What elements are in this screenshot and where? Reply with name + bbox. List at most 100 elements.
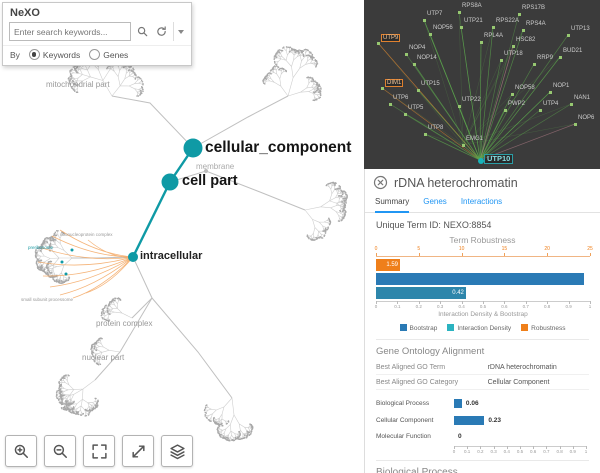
network-node-dot[interactable]: [428, 32, 432, 36]
expand-view-button[interactable]: [122, 435, 154, 467]
category-label: Cellular Component: [376, 416, 434, 424]
fit-to-screen-button[interactable]: [83, 435, 115, 467]
network-node-dot[interactable]: [510, 92, 514, 96]
network-node-dot[interactable]: [558, 55, 562, 59]
network-node-dot[interactable]: [376, 41, 380, 45]
reset-search-button[interactable]: [153, 24, 169, 40]
detail-body: Unique Term ID: NEXO:8854 Term Robustnes…: [365, 213, 600, 473]
network-node-label[interactable]: NAN1: [574, 95, 591, 101]
node-label-membrane[interactable]: membrane: [196, 162, 235, 171]
network-node-label[interactable]: RPS8A: [462, 3, 482, 9]
search-options-toggle[interactable]: [173, 22, 187, 41]
network-node-dot[interactable]: [457, 104, 461, 108]
node-label-cell-part[interactable]: cell part: [182, 173, 238, 189]
network-node-label[interactable]: UTP13: [571, 26, 590, 32]
cluster-node-label[interactable]: preribosome: [28, 245, 54, 250]
node-label-cellular-component[interactable]: cellular_component: [205, 139, 352, 156]
network-node-label[interactable]: HSC82: [516, 37, 536, 43]
ontology-tree-canvas[interactable]: cellular_component cell part intracellul…: [0, 0, 364, 473]
network-node-label[interactable]: NOP56: [433, 25, 453, 31]
network-node-dot[interactable]: [548, 90, 552, 94]
network-node-dot[interactable]: [479, 40, 483, 44]
network-node-dot[interactable]: [423, 132, 427, 136]
network-node-label[interactable]: UTP9: [381, 34, 401, 42]
network-node-dot[interactable]: [459, 25, 463, 29]
network-node-label[interactable]: NOP1: [553, 83, 570, 89]
diagonal-arrows-icon: [131, 444, 145, 458]
axis-tick-label: 1: [588, 304, 592, 309]
legend-item: Interaction Density: [447, 324, 511, 332]
network-node-label[interactable]: NOP6: [578, 115, 595, 121]
network-node-label[interactable]: UTP4: [543, 101, 559, 107]
network-node-label[interactable]: UTP21: [464, 18, 483, 24]
axis-tick-label: 0.3: [437, 304, 444, 309]
cluster-node-label[interactable]: small subunit processome: [21, 297, 74, 302]
network-node-label[interactable]: UTP5: [408, 105, 424, 111]
search-button[interactable]: [134, 24, 150, 40]
network-node-dot[interactable]: [499, 58, 503, 62]
network-node-dot[interactable]: [566, 33, 570, 37]
close-icon[interactable]: [373, 175, 388, 190]
zoom-out-button[interactable]: [44, 435, 76, 467]
network-node-label[interactable]: RPS17B: [522, 5, 546, 11]
network-node-dot[interactable]: [521, 28, 525, 32]
network-node-label[interactable]: UTP10: [484, 154, 514, 164]
node-label-nuclear-part[interactable]: nuclear part: [82, 353, 125, 362]
network-node-dot[interactable]: [569, 102, 573, 106]
network-node-label[interactable]: NOP58: [515, 85, 535, 91]
tab-genes[interactable]: Genes: [423, 197, 447, 206]
network-node-dot[interactable]: [422, 18, 426, 22]
network-node-label[interactable]: NOP14: [417, 55, 437, 61]
network-node-label[interactable]: DIM1: [385, 79, 404, 87]
layers-button[interactable]: [161, 435, 193, 467]
network-node-label[interactable]: UTP8: [428, 125, 444, 131]
network-node-dot[interactable]: [457, 10, 461, 14]
network-node-dot[interactable]: [388, 102, 392, 106]
axis-tick-label: 0.8: [556, 448, 563, 454]
table-row: Best Aligned GO Term rDNA heterochromati…: [376, 360, 589, 375]
network-node-dot[interactable]: [491, 25, 495, 29]
network-node-label[interactable]: UTP6: [393, 95, 409, 101]
network-node-label[interactable]: RPL4A: [484, 33, 504, 39]
network-node-dot[interactable]: [403, 112, 407, 116]
axis-tick-label: 0.3: [490, 448, 497, 454]
tab-interactions[interactable]: Interactions: [460, 197, 503, 206]
network-node-label[interactable]: RPS22A: [496, 18, 520, 24]
network-node-label[interactable]: BUD21: [563, 48, 583, 54]
network-node-dot[interactable]: [380, 86, 384, 90]
node-label-protein-complex[interactable]: protein complex: [96, 319, 153, 328]
node-label-intracellular[interactable]: intracellular: [140, 250, 203, 262]
network-node-dot[interactable]: [461, 143, 465, 147]
axis-tick-label: 0.7: [522, 304, 529, 309]
network-node-dot[interactable]: [511, 44, 515, 48]
node-label-mitochondrial-part[interactable]: mitochondrial part: [46, 80, 110, 89]
network-node-label[interactable]: RRP9: [537, 55, 554, 61]
network-node-label[interactable]: EMG1: [466, 136, 484, 142]
network-node-label[interactable]: UTP18: [504, 51, 523, 57]
radio-keywords[interactable]: Keywords: [28, 49, 80, 60]
network-node-dot[interactable]: [412, 62, 416, 66]
network-node-dot[interactable]: [538, 108, 542, 112]
network-node-dot[interactable]: [416, 88, 420, 92]
tab-summary[interactable]: Summary: [375, 194, 410, 213]
network-node-dot[interactable]: [404, 52, 408, 56]
network-node-dot[interactable]: [503, 108, 507, 112]
unique-term-id: Unique Term ID: NEXO:8854: [376, 220, 492, 230]
network-node-dot[interactable]: [532, 62, 536, 66]
network-node-dot[interactable]: [573, 122, 577, 126]
legend-label: Robustness: [531, 325, 566, 332]
network-node-label[interactable]: UTP22: [462, 97, 481, 103]
network-node-label[interactable]: UTP15: [421, 81, 440, 87]
network-node-label[interactable]: PWP2: [508, 101, 526, 107]
cluster-node-label[interactable]: ribonucleoprotein complex: [60, 232, 113, 237]
network-node-label[interactable]: UTP7: [427, 11, 443, 17]
radio-genes[interactable]: Genes: [89, 49, 128, 60]
search-input[interactable]: [9, 22, 131, 41]
network-node-label[interactable]: NOP4: [409, 45, 426, 51]
axis-tick-label: 0.1: [464, 448, 471, 454]
network-node-dot[interactable]: [477, 157, 484, 164]
network-node-label[interactable]: RPS4A: [526, 21, 546, 27]
zoom-in-button[interactable]: [5, 435, 37, 467]
network-node-dot[interactable]: [517, 12, 521, 16]
